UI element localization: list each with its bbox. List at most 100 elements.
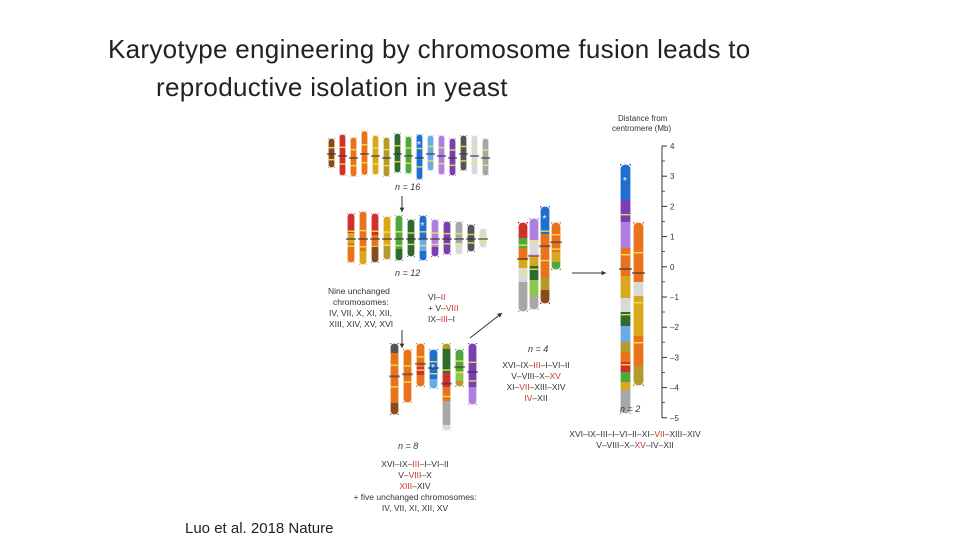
chromosome-band: [383, 165, 390, 167]
chromosome-band: [468, 380, 477, 382]
chromosome-segment: [405, 156, 412, 174]
axis-tick-label: –4: [670, 384, 679, 393]
chromosome-segment: [371, 213, 379, 235]
star-marker: *: [623, 176, 627, 187]
chromosome-band: [442, 395, 451, 398]
chromosome-band: [359, 229, 367, 232]
fusion-line: IV, VII, XI, XII, XV: [382, 503, 449, 513]
chromosome-segment: [438, 135, 445, 157]
fusion-part: XVI–IX–III–I–VI–II–XI–: [569, 429, 654, 439]
fusion-line: + V–VIII: [428, 303, 459, 313]
chromosome-band: [620, 364, 631, 366]
centromere: [428, 367, 439, 369]
chromosome: [393, 132, 402, 174]
centromere: [619, 268, 632, 270]
centromere: [459, 153, 468, 155]
chromosome: [632, 221, 645, 387]
chromosome-segment: [620, 382, 631, 390]
fusion-part: XVI–IX–: [502, 360, 533, 370]
chromosome: [358, 210, 368, 266]
centromere: [371, 155, 380, 157]
chromosome-band: [467, 242, 475, 244]
chromosome-band: [471, 147, 478, 149]
label-n2: n = 2: [620, 404, 640, 414]
chromosome-band: [395, 231, 403, 233]
chromosome-band: [403, 381, 412, 383]
fusion-line: VI–II: [428, 292, 446, 302]
chromosome-band: [383, 231, 391, 233]
chromosome-segment: [429, 349, 438, 379]
slide-title: Karyotype engineering by chromosome fusi…: [108, 30, 868, 106]
chromosome: *: [539, 205, 551, 305]
centromere: [394, 238, 404, 240]
chromosome-band: [416, 356, 425, 358]
chromosome-outline: [467, 342, 478, 406]
fusion-part: XV: [549, 371, 561, 381]
chromosome-segment: [347, 243, 355, 263]
chromosome-band: [633, 252, 644, 254]
centromere: [448, 157, 457, 159]
arrow-head: [399, 207, 405, 212]
star-marker: *: [431, 363, 435, 374]
centromere: [466, 238, 476, 240]
chromosome-band: [482, 149, 489, 151]
chromosome-segment: [518, 282, 528, 312]
chromosome-band: [429, 373, 438, 375]
chromosome-outline: [619, 163, 632, 415]
chromosome-segment: [427, 135, 434, 155]
centromere: [517, 258, 529, 260]
chromosome-band: [460, 160, 467, 162]
chromosome-band: [551, 248, 561, 250]
axis-title: centromere (Mb): [612, 124, 671, 133]
centromere: [481, 157, 490, 159]
chromosome-band: [620, 314, 631, 316]
chromosome-segment: [371, 245, 379, 263]
fusion-part: –XIV: [412, 481, 431, 491]
centromere: [382, 157, 391, 159]
chromosome: *: [415, 133, 424, 181]
chromosome-band: [347, 230, 355, 232]
chromosome-band: [328, 159, 335, 161]
chromosome: [389, 342, 400, 416]
fusion-part: + five unchanged chromosomes:: [353, 492, 476, 502]
fusion-part: –XII: [532, 393, 547, 403]
chromosome-segment: [416, 375, 425, 387]
chromosome-band: [467, 233, 475, 236]
chromosome-segment: [394, 155, 401, 173]
fusion-list-n4: XVI–IX–III–I–VI–IIV–VIII–X–XVXI–VII–XIII…: [502, 360, 570, 403]
chromosome-segment: [442, 425, 451, 431]
chromosome-outline: [528, 217, 540, 311]
chromosome-segment: [471, 135, 478, 157]
chromosome-band: [407, 243, 415, 246]
arrow-line: [469, 312, 503, 339]
centromere: [349, 157, 358, 159]
chromosome: [415, 342, 426, 388]
centromere: [389, 375, 400, 378]
label-n16: n = 16: [395, 182, 420, 192]
chromosome-band: [540, 230, 550, 232]
centromere: [358, 238, 368, 240]
chromosome-segment: [449, 138, 456, 159]
centromere: [327, 153, 336, 155]
chromosome: [360, 129, 369, 177]
fusion-part: V–: [398, 470, 409, 480]
arrows: [399, 196, 606, 348]
chromosome-segment: [455, 221, 463, 243]
chromosome-segment: [416, 134, 423, 160]
centromere: [404, 155, 413, 157]
chromosome-band: [350, 165, 357, 167]
centromere: [454, 238, 464, 240]
chromosome-segment: [372, 157, 379, 175]
chromosome-segment: [620, 390, 631, 414]
fusion-part: V–VIII–X–: [511, 371, 550, 381]
fusion-part: –XIII–XIV: [530, 382, 566, 392]
fusion-part: +: [428, 303, 435, 313]
centromere: [415, 157, 424, 159]
fusion-part: V–: [435, 303, 446, 313]
fusion-part: –I–VI–II: [419, 459, 448, 469]
karyotype-n4: *: [517, 205, 562, 313]
